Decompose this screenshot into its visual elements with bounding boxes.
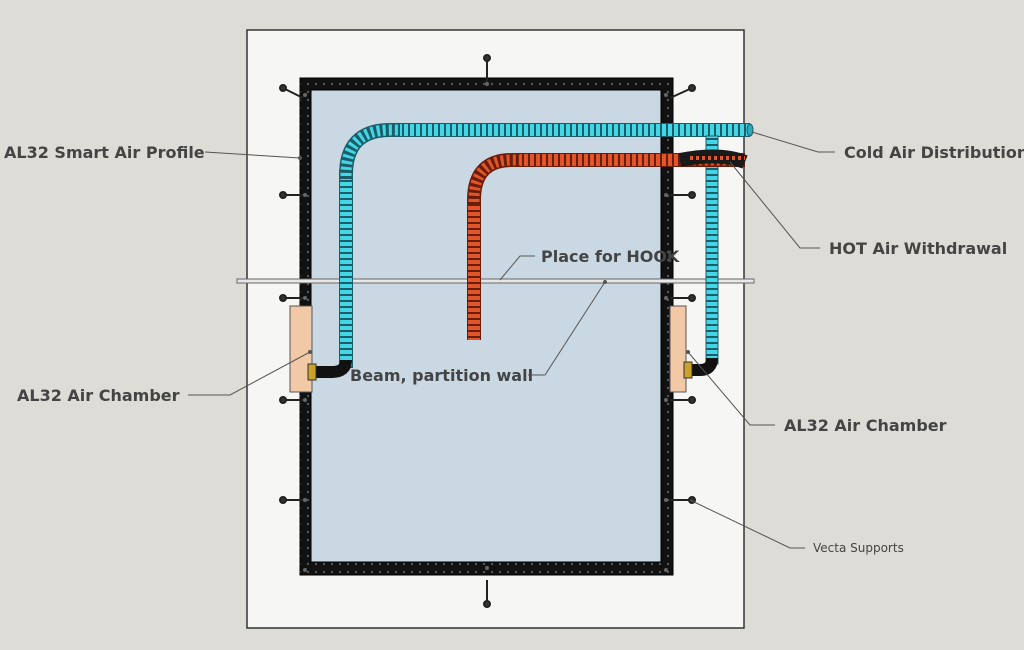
hot-air-duct (467, 149, 748, 340)
label-cold-air-distribution: Cold Air Distribution (844, 143, 1024, 162)
label-smart-air-profile: AL32 Smart Air Profile (4, 143, 205, 162)
air-chamber-left (289, 305, 313, 393)
duct-connector-icon (307, 359, 352, 381)
vecta-support-bolt-icon (279, 294, 303, 302)
vecta-support-bolt-icon (279, 191, 303, 199)
leader-lines (188, 131, 835, 549)
label-vecta-supports: Vecta Supports (813, 541, 904, 555)
vecta-support-bolt-icon (279, 396, 303, 404)
label-air-chamber-left: AL32 Air Chamber (17, 386, 180, 405)
duct-connector-icon (683, 357, 718, 379)
label-place-for-hook: Place for HOOK (541, 247, 680, 266)
label-beam-partition-wall: Beam, partition wall (350, 366, 534, 385)
frame-rivets (303, 82, 668, 572)
cold-air-duct (339, 123, 754, 368)
vecta-supports (279, 54, 696, 608)
beam-partition-wall (236, 278, 755, 284)
vecta-support-bolt-icon (279, 496, 303, 504)
vecta-support-bolt-icon (669, 84, 696, 99)
label-hot-air-withdrawal: HOT Air Withdrawal (829, 239, 1008, 258)
vecta-support-bolt-icon (483, 54, 491, 84)
vecta-support-bolt-icon (483, 580, 491, 608)
air-chamber-right (669, 305, 687, 393)
vecta-support-bolt-icon (279, 84, 304, 99)
vecta-support-bolt-icon (670, 396, 696, 404)
label-air-chamber-right: AL32 Air Chamber (784, 416, 947, 435)
vecta-support-bolt-icon (670, 191, 696, 199)
vecta-support-bolt-icon (670, 294, 696, 302)
